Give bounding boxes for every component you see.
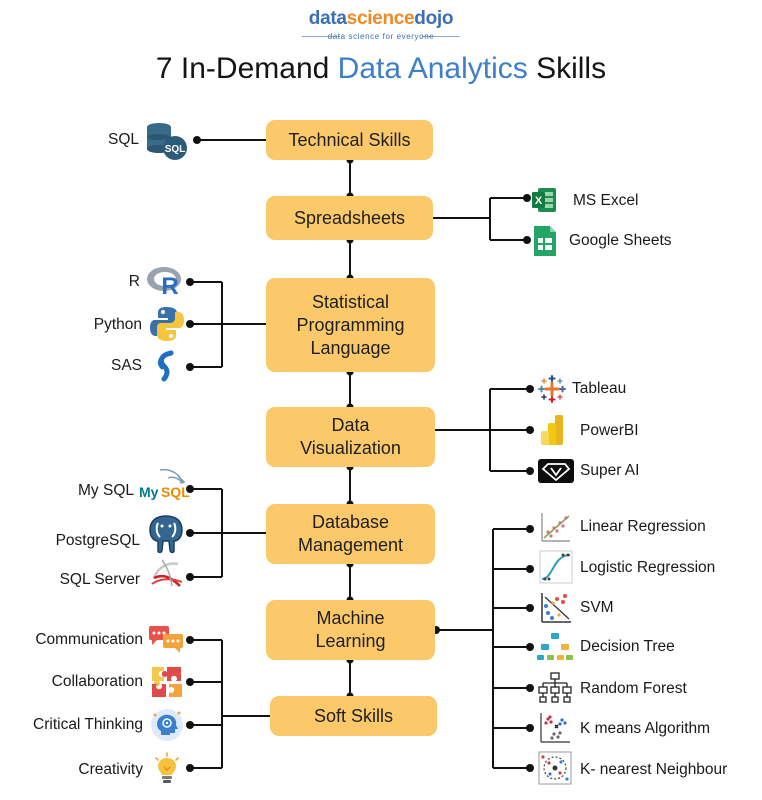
chat-bubbles-icon — [147, 624, 185, 656]
lightbulb-icon — [152, 752, 182, 786]
ml-random-forest-label: Random Forest — [580, 680, 687, 697]
tool-sql-label: SQL — [108, 131, 140, 148]
title-suffix: Skills — [527, 52, 607, 85]
excel-icon: X — [530, 186, 558, 214]
decision-tree-icon — [537, 632, 573, 662]
soft-creativity-label: Creativity — [78, 761, 143, 778]
brand-logo: datasciencedojo — [0, 8, 762, 30]
svg-text:My: My — [139, 484, 159, 500]
sql-server-icon — [148, 556, 184, 590]
title-highlight: Data Analytics — [337, 52, 528, 85]
logo-part-data: data — [308, 8, 347, 29]
skill-data-visualization: Data Visualization — [266, 407, 435, 467]
tool-postgresql-label: PostgreSQL — [55, 532, 140, 549]
ml-logistic-regression-label: Logistic Regression — [580, 559, 716, 576]
logistic-regression-icon — [539, 550, 573, 584]
tableau-icon — [538, 375, 566, 403]
soft-collaboration-label: Collaboration — [51, 673, 143, 690]
tool-r-label: R — [128, 273, 140, 290]
ml-linear-regression-label: Linear Regression — [580, 518, 706, 535]
logo-part-dojo: dojo — [414, 8, 454, 29]
r-language-icon: R — [146, 264, 186, 298]
tool-google-sheets-label: Google Sheets — [569, 232, 672, 249]
puzzle-icon — [149, 664, 185, 700]
skill-database-management: Database Management — [266, 504, 435, 564]
logo-rule-left — [302, 36, 340, 37]
ml-knn-label: K- nearest Neighbour — [580, 761, 728, 778]
svm-icon — [539, 591, 573, 625]
tool-sas-label: SAS — [110, 357, 142, 374]
python-icon — [148, 305, 186, 343]
tool-mysql-label: My SQL — [78, 482, 134, 499]
tool-super-ai-label: Super AI — [580, 462, 640, 479]
tool-python-label: Python — [93, 316, 142, 333]
google-sheets-icon — [531, 224, 559, 258]
logo-tagline: data science for everyone — [327, 32, 435, 41]
soft-critical-thinking-label: Critical Thinking — [33, 716, 143, 733]
svg-text:SQL: SQL — [161, 484, 190, 500]
skill-technical-skills: Technical Skills — [266, 120, 433, 160]
skill-statistical-programming: Statistical Programming Language — [266, 278, 435, 372]
ml-decision-tree-label: Decision Tree — [580, 638, 675, 655]
page-title: 7 In-Demand Data Analytics Skills — [0, 52, 762, 86]
powerbi-icon — [539, 414, 565, 446]
sas-icon — [152, 350, 180, 384]
title-prefix: 7 In-Demand — [155, 52, 338, 85]
mysql-icon: My SQL — [138, 466, 190, 504]
skill-machine-learning: Machine Learning — [266, 600, 435, 660]
skill-soft-skills: Soft Skills — [270, 696, 437, 736]
linear-regression-icon — [539, 510, 573, 544]
tool-sql-server-label: SQL Server — [59, 571, 140, 588]
tool-tableau-label: Tableau — [572, 380, 627, 397]
tool-powerbi-label: PowerBI — [580, 422, 639, 439]
svg-text:R: R — [161, 273, 178, 298]
logo-rule-right — [422, 36, 460, 37]
skill-spreadsheets: Spreadsheets — [266, 196, 433, 240]
ml-k-means-label: K means Algorithm — [580, 720, 711, 737]
postgresql-icon — [146, 513, 186, 555]
random-forest-icon — [537, 672, 573, 704]
svg-text:X: X — [535, 195, 543, 207]
knn-icon — [538, 751, 572, 785]
ml-svm-label: SVM — [580, 599, 614, 616]
k-means-icon — [538, 711, 572, 745]
svg-text:SQL: SQL — [165, 144, 186, 155]
sql-database-icon: SQL — [144, 120, 190, 162]
thinking-head-icon — [149, 707, 185, 743]
tool-ms-excel-label: MS Excel — [573, 192, 639, 209]
super-ai-icon — [538, 459, 574, 483]
soft-communication-label: Communication — [35, 631, 143, 648]
logo-part-science: science — [346, 8, 415, 29]
